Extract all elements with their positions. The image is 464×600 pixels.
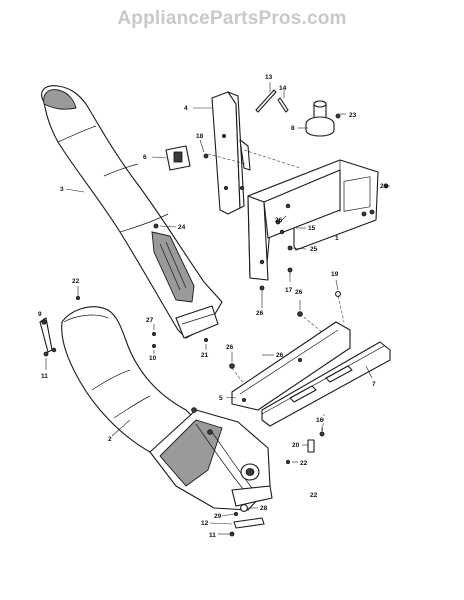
- leader-lines: [43, 82, 390, 535]
- callout-2: 2: [108, 436, 112, 443]
- callout-22c: 22: [310, 492, 318, 499]
- callout-9: 9: [38, 311, 42, 318]
- callout-23: 23: [349, 112, 357, 119]
- callout-25: 25: [310, 246, 318, 253]
- control-switch[interactable]: [165, 145, 191, 171]
- callout-12: 12: [201, 520, 209, 527]
- callout-1: 1: [335, 235, 339, 242]
- watermark: AppliancePartsPros.com: [117, 8, 347, 29]
- callout-10: 10: [149, 355, 157, 362]
- callout-24: 24: [178, 224, 186, 231]
- callout-26a: 26: [380, 183, 388, 190]
- hardware[interactable]: [39, 113, 389, 537]
- callout-27: 27: [146, 317, 154, 324]
- callout-26e: 26: [226, 344, 234, 351]
- spout-knob[interactable]: [305, 100, 335, 137]
- callout-6: 6: [143, 154, 147, 161]
- callout-17: 17: [285, 287, 293, 294]
- callout-15: 15: [308, 225, 316, 232]
- callout-26c: 26: [295, 289, 303, 296]
- callout-5: 5: [219, 395, 223, 402]
- lower-blower-tube[interactable]: [61, 306, 197, 463]
- blower-nozzle-housing[interactable]: [149, 407, 273, 511]
- callout-26d: 26: [256, 310, 264, 317]
- callout-26-bracket: 26: [276, 352, 284, 359]
- callout-8: 8: [291, 125, 295, 132]
- callout-labels: 4 13 14 23 8 18 6 3 26 26 15 1 24 25 19 …: [38, 74, 388, 539]
- callout-22a: 22: [72, 278, 80, 285]
- callout-7: 7: [372, 381, 376, 388]
- main-frame[interactable]: [247, 159, 379, 281]
- rod-and-screw[interactable]: [255, 89, 289, 113]
- callout-11-lower: 11: [209, 532, 216, 539]
- callout-22b: 22: [300, 460, 308, 467]
- upper-blower-tube[interactable]: [41, 85, 223, 339]
- callout-26b: 26: [275, 217, 283, 224]
- callout-29: 29: [214, 513, 222, 520]
- callout-28: 28: [260, 505, 268, 512]
- lower-bracket[interactable]: [231, 321, 351, 411]
- callout-20: 20: [292, 442, 300, 449]
- callout-14: 14: [279, 85, 287, 92]
- callout-3: 3: [60, 186, 64, 193]
- callout-21: 21: [201, 352, 209, 359]
- callout-18: 18: [196, 133, 204, 140]
- callout-13: 13: [265, 74, 273, 81]
- mounting-bracket[interactable]: [211, 91, 251, 215]
- handle-bar[interactable]: [261, 341, 391, 427]
- callout-11-upper: 11: [41, 373, 48, 380]
- callout-4: 4: [184, 105, 188, 112]
- callout-19: 19: [331, 271, 339, 278]
- callout-16: 16: [316, 417, 324, 424]
